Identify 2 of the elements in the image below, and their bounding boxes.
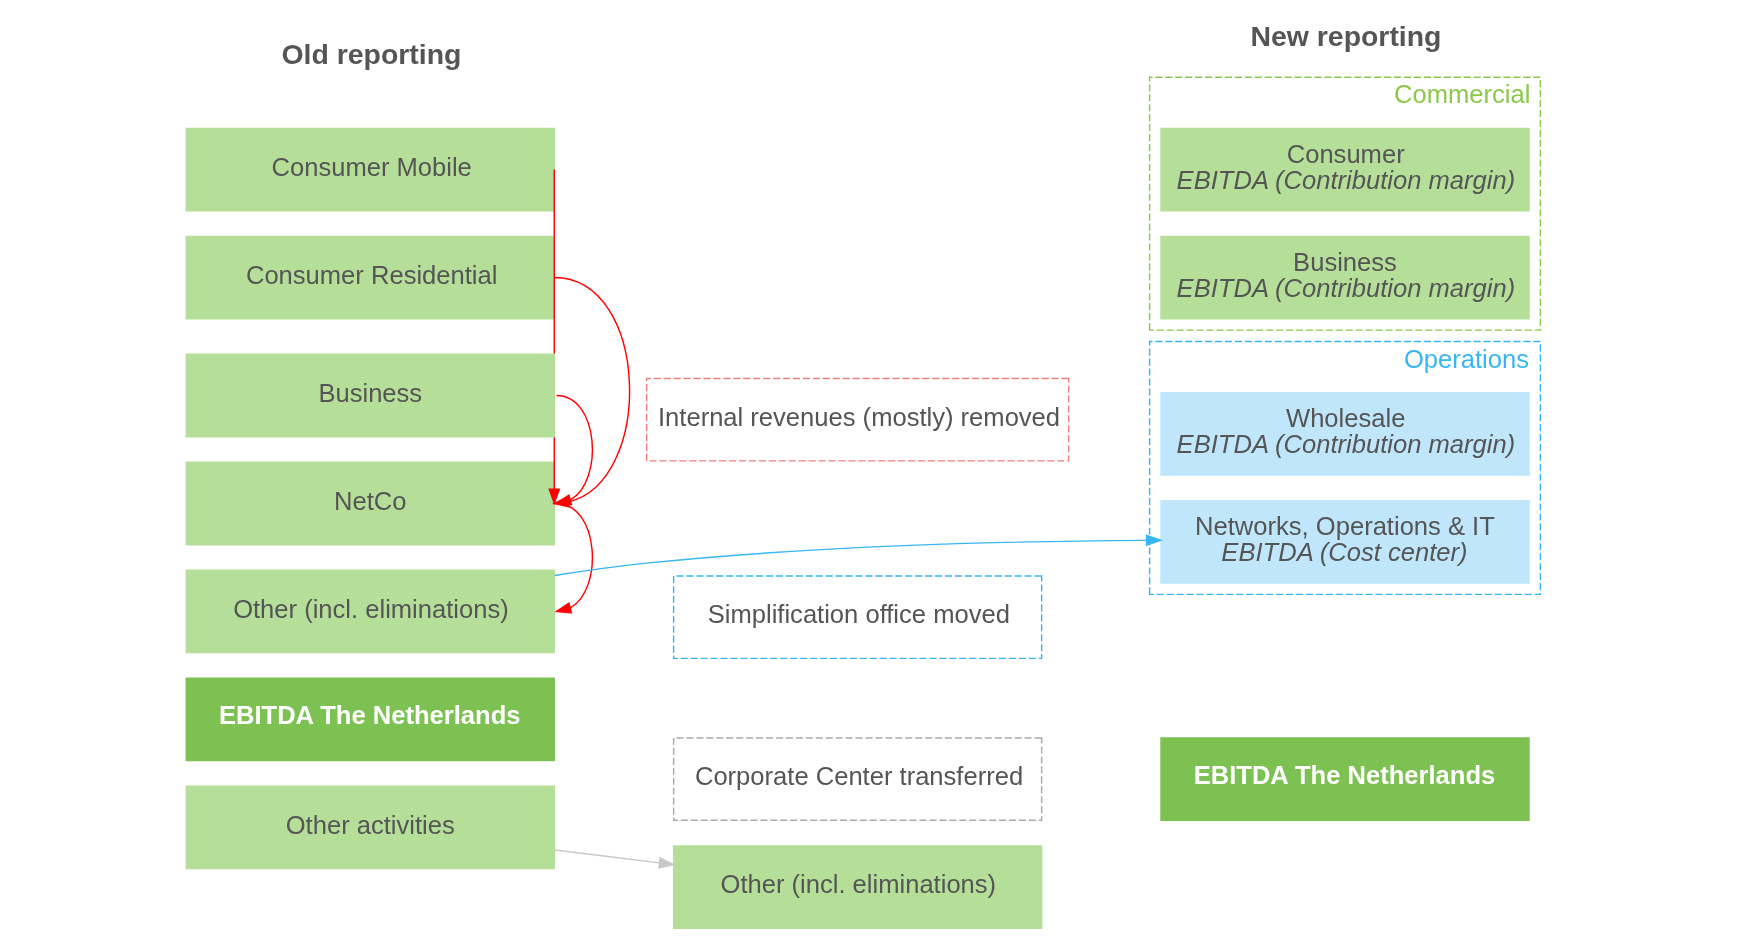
label: Old reporting — [281, 37, 462, 70]
label: New reporting — [1250, 19, 1442, 52]
